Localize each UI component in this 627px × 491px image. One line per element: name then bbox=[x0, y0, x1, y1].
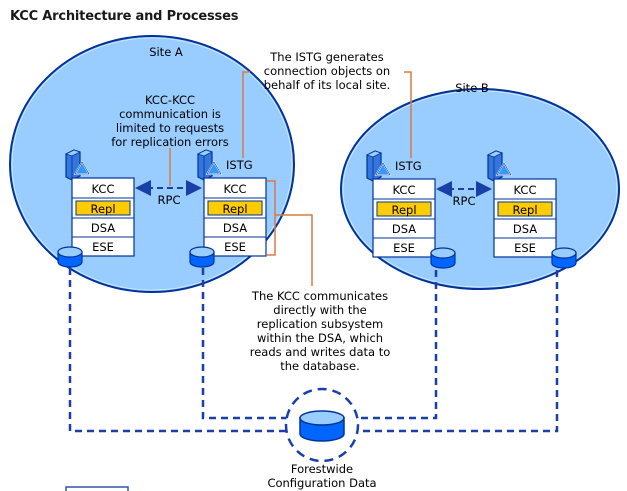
svg-text:behalf of its local site.: behalf of its local site. bbox=[264, 78, 391, 92]
svg-text:The ISTG generates: The ISTG generates bbox=[269, 50, 383, 64]
forestwide-configuration-store: Forestwide Configuration Data bbox=[267, 387, 377, 490]
replication-links bbox=[68, 268, 559, 433]
callout-bracket-kcc bbox=[267, 180, 276, 256]
layer-ese: ESE bbox=[393, 241, 415, 255]
layer-stack bbox=[493, 178, 557, 258]
layer-stack bbox=[203, 177, 267, 257]
svg-text:directly with the: directly with the bbox=[273, 303, 366, 317]
svg-text:The KCC communicates: The KCC communicates bbox=[251, 289, 388, 303]
layer-repl: Repl bbox=[90, 202, 115, 216]
partial-frame bbox=[65, 486, 129, 491]
repl-highlight bbox=[207, 200, 263, 216]
rpc-label-b: RPC bbox=[453, 194, 476, 208]
repl-highlight bbox=[376, 201, 432, 217]
rpc-link-a: RPC bbox=[135, 180, 202, 207]
layer-stack bbox=[372, 178, 436, 258]
site-a-label: Site A bbox=[149, 45, 183, 59]
repl-highlight bbox=[497, 201, 553, 217]
layer-dsa: DSA bbox=[91, 221, 115, 235]
site-b-label: Site B bbox=[455, 81, 489, 95]
layer-ese: ESE bbox=[92, 240, 114, 254]
callout-kcc-repl: The KCC communicates directly with the r… bbox=[250, 289, 391, 373]
callout-istg: The ISTG generates connection objects on… bbox=[264, 50, 391, 92]
layer-kcc: KCC bbox=[92, 182, 115, 196]
server-icon bbox=[196, 149, 223, 181]
callout-lines bbox=[169, 71, 412, 286]
server-icon bbox=[64, 149, 91, 181]
callout-line-kcc-repl bbox=[275, 214, 313, 286]
istg-label: ISTG bbox=[395, 159, 422, 173]
repl-highlight bbox=[75, 200, 131, 216]
link-a2-store bbox=[201, 268, 288, 420]
layer-ese: ESE bbox=[514, 241, 536, 255]
svg-text:limited to requests: limited to requests bbox=[116, 121, 224, 135]
server-icon bbox=[365, 150, 392, 182]
diagram-title: KCC Architecture and Processes bbox=[10, 9, 239, 24]
layer-repl: Repl bbox=[391, 203, 416, 217]
callout-line-istg-b bbox=[404, 71, 412, 158]
callout-line-istg-a bbox=[242, 71, 250, 158]
layer-dsa: DSA bbox=[513, 222, 537, 236]
server-icon bbox=[486, 150, 513, 182]
svg-text:replication subsystem: replication subsystem bbox=[257, 317, 383, 331]
link-b1-store bbox=[356, 270, 438, 420]
rpc-label-a: RPC bbox=[158, 193, 181, 207]
database-icon bbox=[189, 246, 215, 268]
svg-text:communication is: communication is bbox=[119, 107, 221, 121]
database-icon bbox=[57, 246, 83, 268]
store-label-line2: Configuration Data bbox=[267, 476, 376, 490]
link-a1-store bbox=[68, 268, 288, 433]
database-icon bbox=[299, 410, 345, 442]
database-icon bbox=[551, 247, 577, 269]
layer-dsa: DSA bbox=[223, 221, 247, 235]
layer-ese: ESE bbox=[224, 240, 246, 254]
svg-text:connection objects on: connection objects on bbox=[264, 64, 390, 78]
callout-kcc-kcc: KCC-KCC communication is limited to requ… bbox=[111, 93, 229, 149]
layer-stack bbox=[71, 177, 135, 257]
svg-text:KCC-KCC: KCC-KCC bbox=[145, 93, 195, 107]
svg-text:within the DSA, which: within the DSA, which bbox=[257, 331, 383, 345]
link-b2-store bbox=[356, 270, 559, 433]
istg-label: ISTG bbox=[226, 158, 253, 172]
rpc-link-b: RPC bbox=[436, 181, 492, 208]
svg-text:for replication errors: for replication errors bbox=[111, 135, 229, 149]
layer-kcc: KCC bbox=[224, 182, 247, 196]
layer-repl: Repl bbox=[222, 202, 247, 216]
svg-text:reads and writes data to: reads and writes data to bbox=[250, 345, 391, 359]
layer-kcc: KCC bbox=[393, 183, 416, 197]
layer-repl: Repl bbox=[512, 203, 537, 217]
layer-dsa: DSA bbox=[392, 222, 416, 236]
store-label-line1: Forestwide bbox=[291, 462, 353, 476]
layer-kcc: KCC bbox=[514, 183, 537, 197]
svg-text:the database.: the database. bbox=[280, 359, 360, 373]
database-icon bbox=[430, 247, 456, 269]
